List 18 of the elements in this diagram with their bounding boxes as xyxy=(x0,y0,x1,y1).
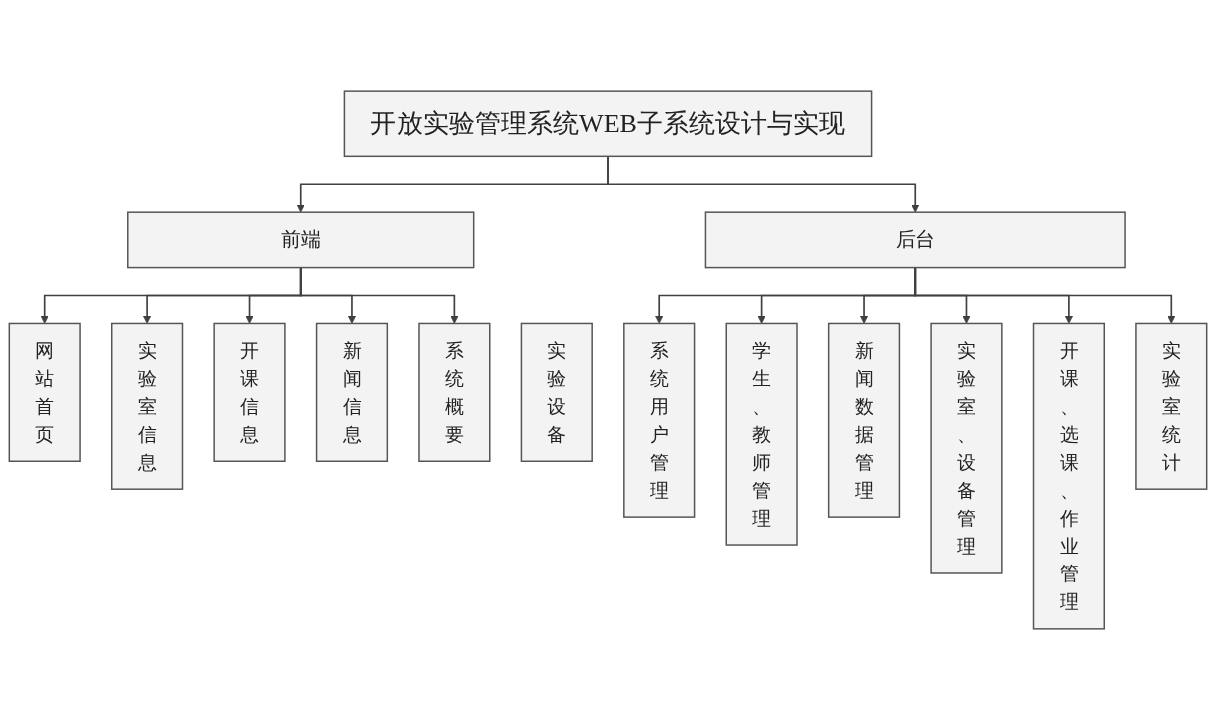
node-box: 实验设备 xyxy=(520,322,593,462)
node-box: 系统概要 xyxy=(418,322,491,462)
node-box: 实验室统计 xyxy=(1135,322,1208,490)
node-box: 开课、选课、作业管理 xyxy=(1032,322,1105,630)
node-box: 系统用户管理 xyxy=(623,322,696,518)
node-box: 学生、教师管理 xyxy=(725,322,798,546)
node-box: 新闻信息 xyxy=(315,322,389,462)
node-box: 开课信息 xyxy=(213,322,286,462)
arrow xyxy=(607,155,920,213)
node-box: 开放实验管理系统WEB子系统设计与实现 xyxy=(343,90,873,158)
node-box: 新闻数据管理 xyxy=(827,322,901,518)
node-box: 实验室、设备管理 xyxy=(930,322,1003,574)
arrow xyxy=(299,266,459,324)
arrow xyxy=(914,266,1176,324)
node-box: 后台 xyxy=(704,211,1126,269)
node-box: 网站首页 xyxy=(8,322,81,462)
node-box: 前端 xyxy=(127,211,475,269)
node-box: 实验室信息 xyxy=(111,322,184,490)
